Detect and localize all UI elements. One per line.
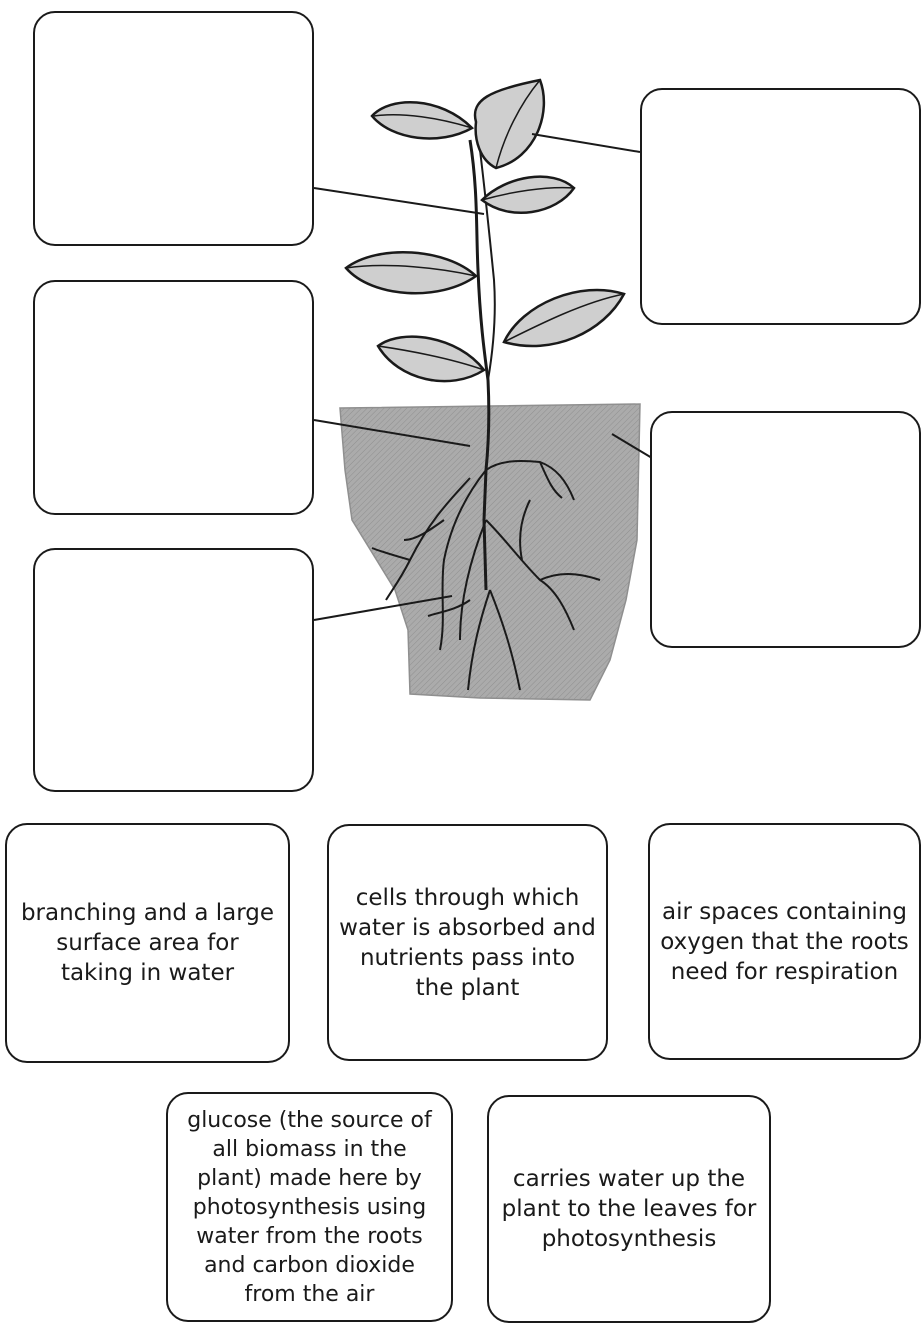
answer-box-top-left[interactable]: [33, 11, 314, 246]
label-card-text: air spaces containing oxygen that the ro…: [660, 897, 909, 987]
label-card-text: carries water up the plant to the leaves…: [499, 1164, 759, 1254]
answer-box-bottom-right[interactable]: [650, 411, 921, 648]
label-card-glucose[interactable]: glucose (the source of all biomass in th…: [166, 1092, 453, 1322]
label-card-text: branching and a large surface area for t…: [17, 898, 278, 988]
answer-box-bottom-left[interactable]: [33, 548, 314, 792]
label-card-branching[interactable]: branching and a large surface area for t…: [5, 823, 290, 1063]
answer-box-top-right[interactable]: [640, 88, 921, 325]
label-card-text: glucose (the source of all biomass in th…: [178, 1106, 441, 1309]
answer-box-middle-left[interactable]: [33, 280, 314, 515]
label-card-root-hair-cells[interactable]: cells through which water is absorbed an…: [327, 824, 608, 1061]
label-card-stem[interactable]: carries water up the plant to the leaves…: [487, 1095, 771, 1323]
label-card-text: cells through which water is absorbed an…: [339, 883, 596, 1003]
leaves: [346, 80, 624, 381]
label-card-air-spaces[interactable]: air spaces containing oxygen that the ro…: [648, 823, 921, 1060]
